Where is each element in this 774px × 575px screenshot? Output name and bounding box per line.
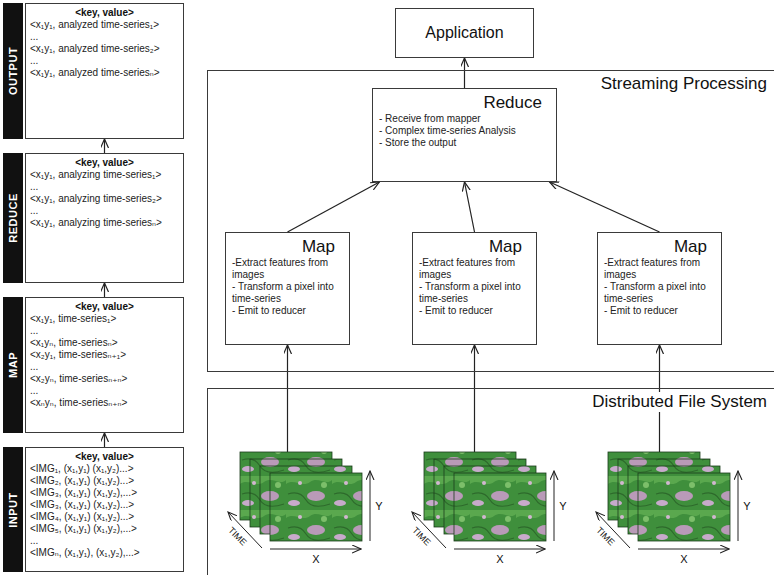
image-stack — [412, 452, 554, 549]
axis-label: Y — [743, 500, 750, 512]
stage-box: OUTPUT<key, value><x₁y₁, analyzed time-s… — [25, 3, 184, 139]
key-value-pair: <x₁y₁, analyzed time-series₁> — [30, 19, 179, 31]
key-value-pair: <x₁y₁, analyzing time-seriesₙ> — [30, 217, 179, 229]
box-title: Map — [419, 237, 530, 257]
key-value-pair: <IMG₃, (x₁,y₁) (x₁,y₂),...> — [30, 487, 179, 499]
key-value-pair: ... — [30, 535, 179, 547]
box-step: -Extract features from images — [604, 257, 715, 281]
stage-box: MAP<key, value><x₁y₁, time-series₁>...<x… — [25, 297, 184, 433]
box-step: - Receive from mapper — [379, 113, 550, 125]
box-step: - Complex time-series Analysis — [379, 125, 550, 137]
region-title-row: Streaming Processing — [208, 71, 774, 94]
stage-label: INPUT — [7, 492, 19, 528]
box-title: Map — [604, 237, 715, 257]
key-value-heading: <key, value> — [30, 301, 179, 313]
key-value-pair: <x₁y₁, time-series₁> — [30, 313, 179, 325]
axis-label: TIME — [226, 526, 248, 548]
box-title: Application — [425, 24, 503, 42]
key-value-pair: <x₁y₁, analyzing time-series₁> — [30, 169, 179, 181]
key-value-pair: ... — [30, 55, 179, 67]
axis-label: Y — [559, 500, 566, 512]
key-value-pair: ... — [30, 205, 179, 217]
image-stack — [596, 452, 738, 549]
box-title: Reduce — [379, 93, 550, 113]
reduce-box: Reduce- Receive from mapper- Complex tim… — [372, 88, 557, 182]
box-step: - Transform a pixel into time-series — [604, 281, 715, 305]
stage-band: MAP — [3, 297, 23, 433]
box-title: Map — [232, 237, 343, 257]
stage-label: MAP — [7, 352, 19, 378]
key-value-pair: <x₂yₙ, time-seriesₙ₊ₙ> — [30, 373, 179, 385]
key-value-pair: <x₂y₁, time-seriesₙ₊₁> — [30, 349, 179, 361]
key-value-pair: <IMG₅, (x₁,y₁) (x₁,y₂),...> — [30, 523, 179, 535]
key-value-pair: ... — [30, 361, 179, 373]
axis-label: TIME — [410, 526, 432, 548]
stage-box: INPUT<key, value><IMG₁, (x₁,y₁) (x₁,y₂).… — [25, 447, 184, 572]
key-value-pair: <IMG₂, (x₁,y₁) (x₁,y₂)...> — [30, 475, 179, 487]
region-title: Distributed File System — [589, 392, 770, 412]
key-value-pair: <x₁yₙ, time-seriesₙ> — [30, 337, 179, 349]
key-value-pair: <IMGₙ, (x₁,y₁), (x₁,y₂),...> — [30, 547, 179, 559]
map-box: Map-Extract features from images- Transf… — [225, 232, 350, 345]
key-value-pair: ... — [30, 181, 179, 193]
feed-line — [474, 389, 475, 452]
flow-arrow — [474, 345, 475, 388]
stage-band: INPUT — [3, 447, 23, 572]
key-value-pair: ... — [30, 325, 179, 337]
flow-arrow — [104, 139, 105, 153]
axis-label: Y — [375, 500, 382, 512]
key-value-pair: <IMG₃, (x₁,y₁) (x₁,y₂)...> — [30, 499, 179, 511]
application-box: Application — [395, 8, 534, 58]
box-step: - Store the output — [379, 137, 550, 149]
streaming-region: Reduce- Receive from mapper- Complex tim… — [207, 70, 774, 372]
box-step: - Transform a pixel into time-series — [232, 281, 343, 305]
feed-line — [287, 389, 288, 452]
key-value-heading: <key, value> — [30, 451, 179, 463]
key-value-heading: <key, value> — [30, 7, 179, 19]
box-step: -Extract features from images — [419, 257, 530, 281]
key-value-pair: <x₁y₁, analyzed time-seriesₙ> — [30, 67, 179, 79]
box-step: - Transform a pixel into time-series — [419, 281, 530, 305]
key-value-pair: <IMG₁, (x₁,y₁) (x₁,y₂)...> — [30, 463, 179, 475]
flow-arrow — [104, 433, 105, 447]
flow-arrow — [287, 345, 288, 388]
axis-label: X — [312, 553, 319, 565]
axis-label: TIME — [594, 526, 616, 548]
flow-arrow — [550, 182, 660, 232]
flow-arrow — [104, 283, 105, 297]
key-value-pair: <x₁y₁, analyzing time-series₂> — [30, 193, 179, 205]
flow-arrow — [464, 58, 465, 88]
box-step: -Extract features from images — [232, 257, 343, 281]
key-value-pair: ... — [30, 31, 179, 43]
file-system-region: Distributed File System — [207, 388, 774, 575]
axis-label: X — [680, 553, 687, 565]
stage-band: OUTPUT — [3, 3, 23, 139]
flow-arrow — [465, 182, 475, 232]
flow-arrow — [288, 182, 380, 232]
region-title-row: Distributed File System — [208, 389, 774, 412]
key-value-pair: ... — [30, 385, 179, 397]
key-value-pair: <xₙyₙ, time-seriesₙ₊ₙ> — [30, 397, 179, 409]
stage-box: REDUCE<key, value><x₁y₁, analyzing time-… — [25, 153, 184, 283]
region-title: Streaming Processing — [598, 74, 770, 94]
key-value-heading: <key, value> — [30, 157, 179, 169]
axis-label: X — [496, 553, 503, 565]
flow-arrow — [659, 345, 660, 388]
key-value-pair: <x₁y₁, analyzed time-series₂> — [30, 43, 179, 55]
box-step: - Emit to reducer — [604, 305, 715, 317]
box-step: - Emit to reducer — [419, 305, 530, 317]
stage-band: REDUCE — [3, 153, 23, 283]
image-stack — [228, 452, 370, 549]
stage-label: OUTPUT — [7, 47, 19, 95]
stage-label: REDUCE — [7, 193, 19, 242]
key-value-pair: <IMG₄, (x₁,y₁) (x₁,y₂)...> — [30, 511, 179, 523]
box-step: - Emit to reducer — [232, 305, 343, 317]
map-box: Map-Extract features from images- Transf… — [597, 232, 722, 345]
map-box: Map-Extract features from images- Transf… — [412, 232, 537, 345]
